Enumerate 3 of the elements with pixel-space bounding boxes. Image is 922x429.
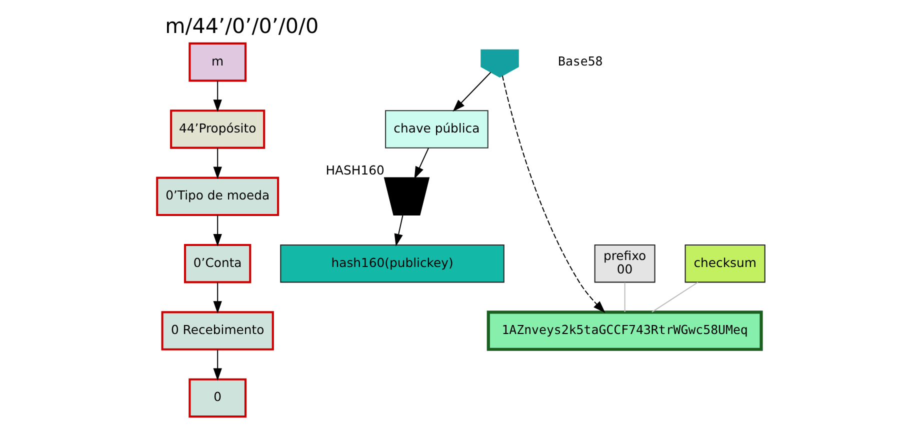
node-label: HASH160 (326, 162, 384, 178)
diagram-title: m/44’/0’/0’/0/0 (165, 14, 319, 38)
label: Base58 (558, 53, 603, 68)
